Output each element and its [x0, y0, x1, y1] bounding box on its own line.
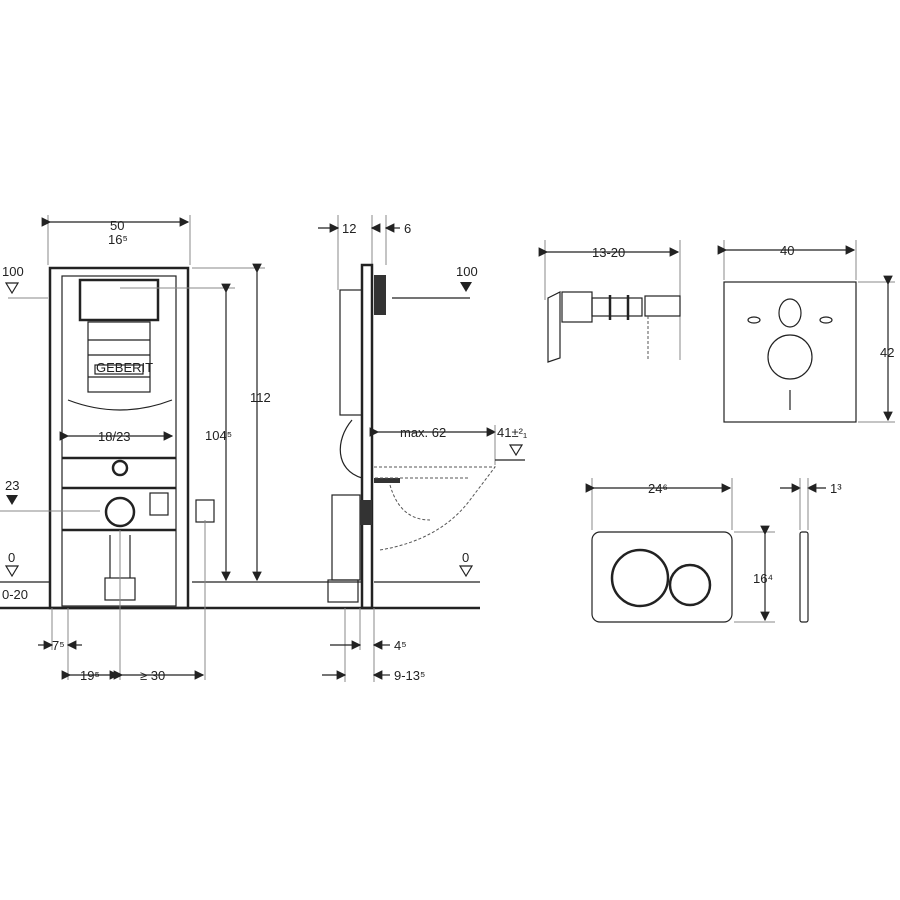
spacing-18-23-label: 18/23 [98, 429, 131, 444]
depth-12-label: 12 [342, 221, 356, 236]
level-23-label: 23 [5, 478, 19, 493]
level-0-label: 0 [8, 550, 15, 565]
side-level-100-label: 100 [456, 264, 478, 279]
dim-19-label: 19⁵ [80, 668, 100, 683]
flush-button-plate [585, 478, 826, 623]
level-100-label: 100 [2, 264, 24, 279]
button-height-label: 16⁴ [753, 571, 773, 586]
dim-9-13-label: 9-13⁵ [394, 668, 425, 683]
brand-logo: GEBERIT [96, 360, 153, 375]
sound-insulation-plate [717, 240, 895, 423]
dim-4-label: 4⁵ [394, 638, 407, 653]
button-depth-label: 1³ [830, 481, 842, 496]
depth-6-label: 6 [404, 221, 411, 236]
height-112-label: 112 [250, 390, 271, 405]
range-0-20-label: 0-20 [2, 587, 28, 602]
plate-width-label: 40 [780, 243, 794, 258]
side-view [300, 215, 525, 682]
height-104-label: 104⁵ [205, 428, 232, 443]
dim-30-label: ≥ 30 [140, 668, 165, 683]
level-41-label: 41±²₁ [497, 425, 528, 440]
bracket-range-label: 13-20 [592, 245, 625, 260]
front-view-frame [0, 215, 480, 680]
plate-height-label: 42 [880, 345, 894, 360]
mounting-bracket [538, 240, 681, 363]
dim-7-label: 7⁵ [52, 638, 65, 653]
dim-top-sub: 16⁵ [108, 232, 128, 247]
max-62-label: max. 62 [400, 425, 446, 440]
dim-width-50: 50 [110, 218, 124, 233]
side-level-0-label: 0 [462, 550, 469, 565]
button-width-label: 24⁶ [648, 481, 668, 496]
